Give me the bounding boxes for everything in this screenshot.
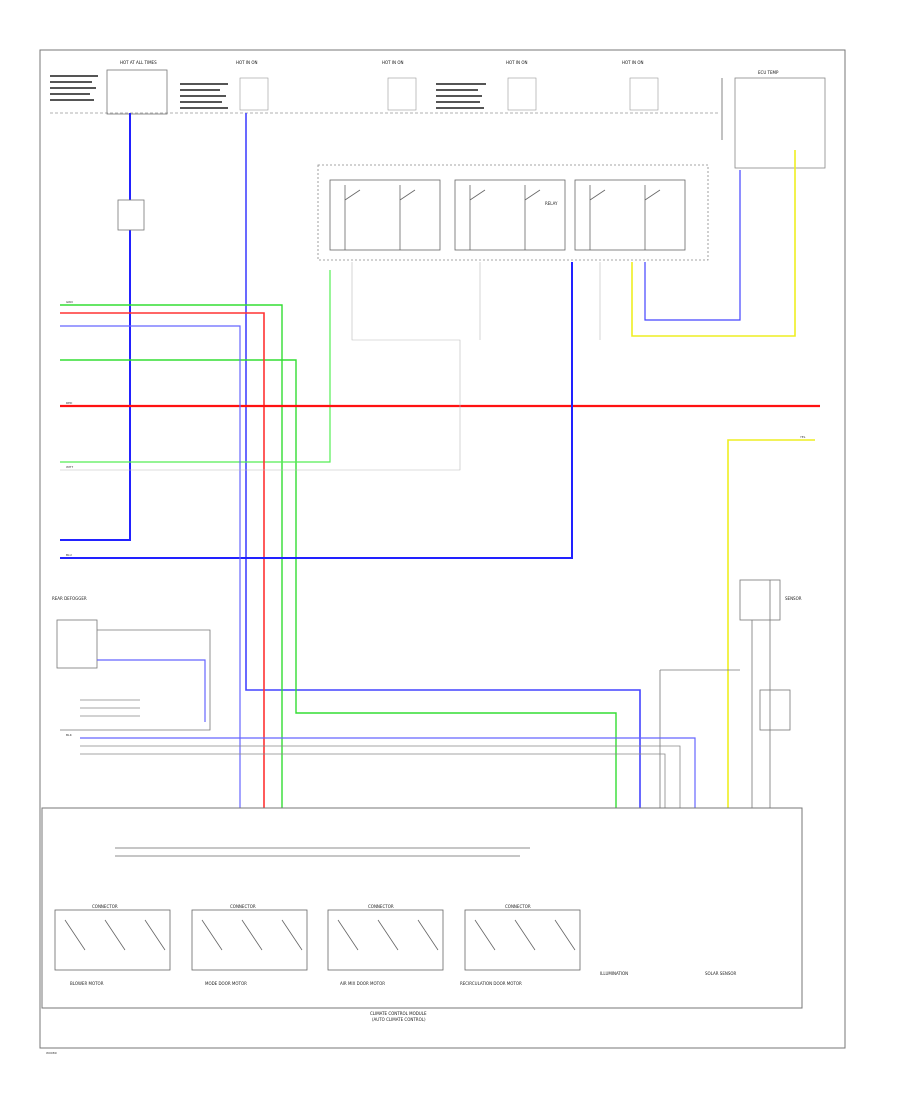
fuse-box-2 <box>239 77 269 111</box>
footer-code: W0089 <box>46 1051 57 1055</box>
relay-contacts <box>329 179 686 251</box>
fuse-box-4 <box>507 77 537 111</box>
wire-label-blu: BLU <box>66 553 72 557</box>
top-text-blocks <box>50 75 486 109</box>
yellow-wire-right <box>727 439 815 808</box>
section-label-5: ILLUMINATION <box>600 971 628 976</box>
module-title: CLIMATE CONTROL MODULE <box>370 1011 427 1016</box>
section-label-3: AIR MIX DOOR MOTOR <box>340 981 385 986</box>
bottom-connectors <box>54 909 581 971</box>
green-wire-1 <box>60 304 283 808</box>
fuse-box-1 <box>106 69 168 115</box>
wire-label-red: RED <box>66 401 73 405</box>
blue-wire-3 <box>60 262 573 559</box>
wire-label-grn: GRN <box>66 300 73 304</box>
sensor-box-2 <box>759 689 791 731</box>
relay-block <box>317 164 709 261</box>
top-label-2: HOT IN ON <box>236 60 257 65</box>
fuse-box-3 <box>387 77 417 111</box>
relay-label: RELAY <box>545 201 558 206</box>
connector-label-4: CONNECTOR <box>505 904 531 909</box>
connector-label-3: CONNECTOR <box>368 904 394 909</box>
top-label-1: HOT AT ALL TIMES <box>120 60 157 65</box>
top-label-3: HOT IN ON <box>382 60 403 65</box>
blue-wire-ecu <box>644 170 741 321</box>
module-subtitle: (AUTO CLIMATE CONTROL) <box>372 1017 426 1022</box>
rear-defogger-label: REAR DEFOGGER <box>52 596 87 601</box>
connector-label-2: CONNECTOR <box>230 904 256 909</box>
top-label-6: ECU TEMP <box>758 70 779 75</box>
green-wire-3 <box>60 270 331 463</box>
wire-label-blk: BLK <box>66 733 73 737</box>
blue-wire-left <box>60 113 131 541</box>
yellow-wire-ecu <box>631 150 796 337</box>
wire-label-wht: WHT <box>66 465 73 469</box>
section-label-2: MODE DOOR MOTOR <box>205 981 247 986</box>
section-label-1: BLOWER MOTOR <box>70 981 104 986</box>
red-wire-1 <box>60 312 265 808</box>
ecu-temp-box <box>734 77 826 169</box>
green-wire-2 <box>60 359 617 808</box>
blue-wire-2 <box>245 113 641 808</box>
fuse-box-5 <box>629 77 659 111</box>
section-label-6: SOLAR SENSOR <box>705 971 737 976</box>
left-module-box <box>117 199 145 231</box>
blue-wire-4 <box>60 325 241 808</box>
diagram-frame <box>39 49 846 1049</box>
wire-label-yel: YEL <box>800 435 806 439</box>
sensor-box-1 <box>739 579 781 621</box>
sensor-label: SENSOR <box>785 596 802 601</box>
rear-defogger-box <box>56 619 98 669</box>
climate-control-module <box>41 807 803 1009</box>
top-label-4: HOT IN ON <box>506 60 527 65</box>
connector-label-1: CONNECTOR <box>92 904 118 909</box>
top-label-5: HOT IN ON <box>622 60 643 65</box>
section-label-4: RECIRCULATION DOOR MOTOR <box>460 981 522 986</box>
